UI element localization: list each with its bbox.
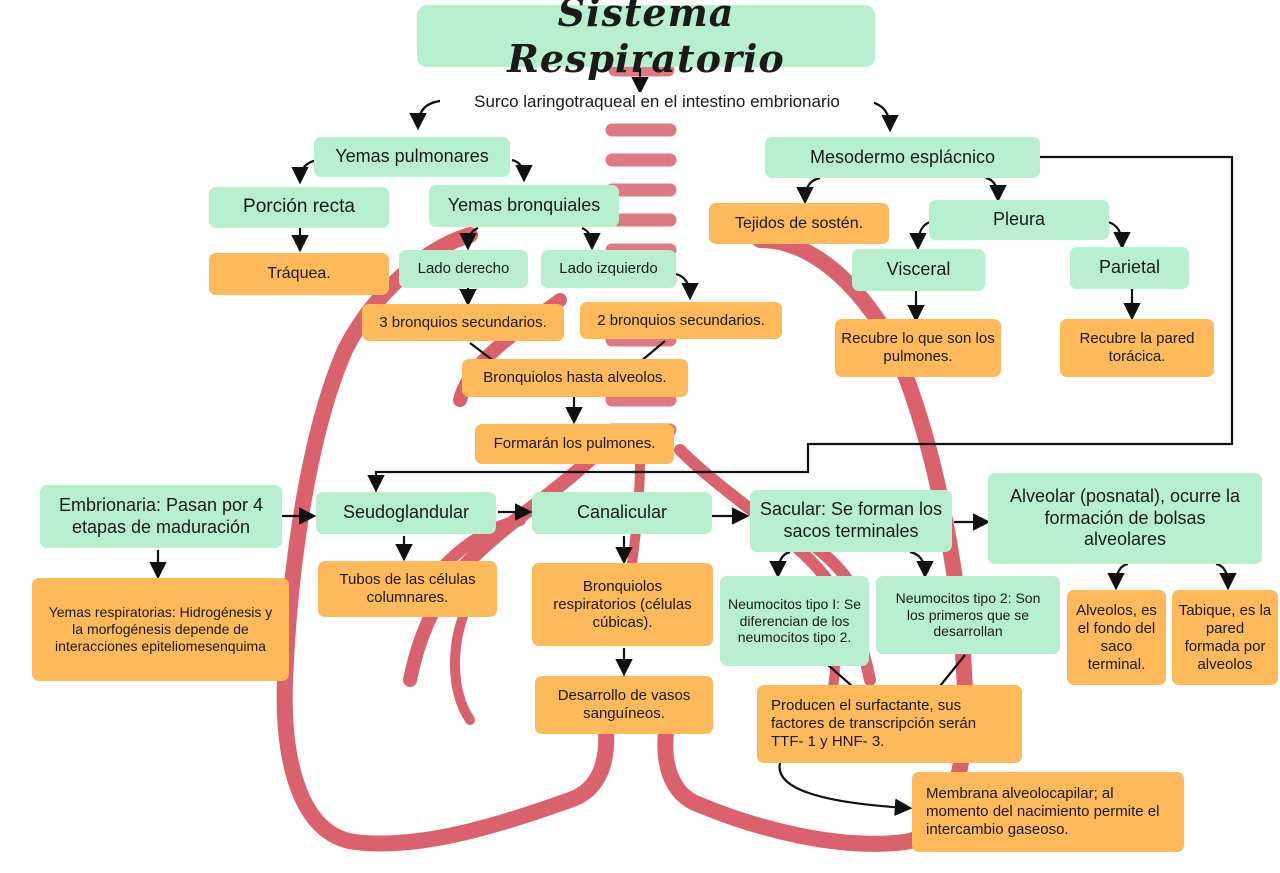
bronquios-3-node: 3 bronquios secundarios. xyxy=(362,304,564,341)
porcion-recta-node: Porción recta xyxy=(209,187,389,228)
visceral-node: Visceral xyxy=(852,249,985,291)
tabique-node: Tabique, es la pared formada por alveolo… xyxy=(1172,590,1278,685)
neumocitos-1-node: Neumocitos tipo I: Se diferencian de los… xyxy=(720,576,869,666)
tejidos-sosten-node: Tejidos de sostén. xyxy=(709,203,889,244)
membrana-node: Membrana alveolocapilar; al momento del … xyxy=(912,772,1184,852)
left-lung-outline xyxy=(276,227,615,852)
bronquiolos-node: Bronquiolos hasta alveolos. xyxy=(462,359,688,397)
neumocitos-2-node: Neumocitos tipo 2: Son los primeros que … xyxy=(876,576,1060,654)
visceral-desc-node: Recubre lo que son los pulmones. xyxy=(835,319,1001,377)
traquea-node: Tráquea. xyxy=(209,253,389,295)
lado-derecho-node: Lado derecho xyxy=(399,250,528,288)
alveolar-node: Alveolar (posnatal), ocurre la formación… xyxy=(988,473,1262,564)
pleura-node: Pleura xyxy=(929,200,1109,240)
bronquios-2-node: 2 bronquios secundarios. xyxy=(580,302,782,339)
canalicular-desc1-node: Bronquiolos respiratorios (células cúbic… xyxy=(532,563,713,646)
origin-label: Surco laringotraqueal en el intestino em… xyxy=(440,92,874,112)
parietal-node: Parietal xyxy=(1070,247,1189,289)
seudoglandular-desc-node: Tubos de las células columnares. xyxy=(318,561,497,617)
sacular-node: Sacular: Se forman los sacos terminales xyxy=(750,490,952,552)
mesodermo-node: Mesodermo esplácnico xyxy=(765,137,1040,178)
yemas-bronquiales-node: Yemas bronquiales xyxy=(429,185,619,227)
pulmones-node: Formarán los pulmones. xyxy=(475,424,674,464)
canalicular-node: Canalicular xyxy=(532,492,712,534)
yemas-pulmonares-node: Yemas pulmonares xyxy=(314,137,510,177)
alveolos-node: Alveolos, es el fondo del saco terminal. xyxy=(1067,590,1166,685)
canalicular-desc2-node: Desarrollo de vasos sanguíneos. xyxy=(535,676,713,734)
lado-izquierdo-node: Lado izquierdo xyxy=(541,250,676,288)
embrionaria-node: Embrionaria: Pasan por 4 etapas de madur… xyxy=(40,485,282,548)
diagram-title: Sistema Respiratorio xyxy=(417,0,875,81)
seudoglandular-node: Seudoglandular xyxy=(316,492,496,534)
embrionaria-desc-node: Yemas respiratorias: Hidrogénesis y la m… xyxy=(32,578,289,681)
surfactante-node: Producen el surfactante, sus factores de… xyxy=(757,685,1022,763)
parietal-desc-node: Recubre la pared torácica. xyxy=(1060,319,1214,377)
